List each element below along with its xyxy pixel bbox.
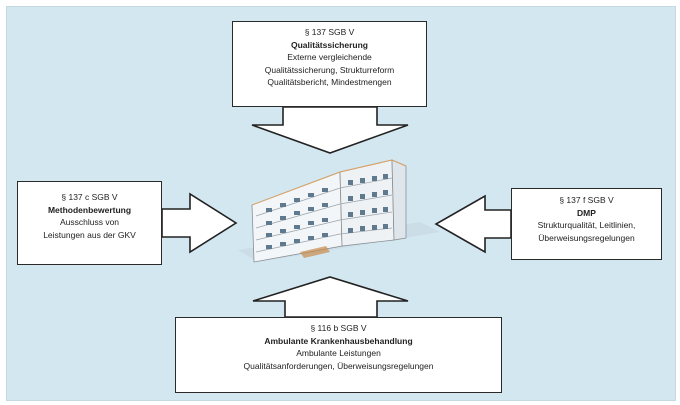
box-left-title: Methodenbewertung [47,204,132,215]
hospital-building-image [238,159,440,263]
box-top-line-1: § 137 SGB V [304,27,355,37]
dmp-box: § 137 f SGB V DMP Strukturqualität, Leit… [511,188,662,260]
quality-assurance-box: § 137 SGB V Qualitätssicherung Externe v… [232,21,427,107]
arrow-right [161,192,238,254]
box-right-title: DMP [577,207,596,218]
box-left-line-4: Leistungen aus der GKV [43,229,136,240]
arrow-left [434,194,512,254]
box-left-line-1: § 137 c SGB V [61,192,118,202]
arrow-down [251,106,409,154]
box-top-title: Qualitätssicherung [291,39,368,50]
box-bottom-title: Ambulante Krankenhausbehandlung [264,335,413,346]
outpatient-treatment-box: § 116 b SGB V Ambulante Krankenhausbehan… [175,317,502,393]
box-left-line-3: Ausschluss von [59,217,120,227]
box-right-line-3: Strukturqualität, Leitlinien, [537,220,636,230]
box-right-line-4: Überweisungsregelungen [538,232,635,243]
box-bottom-line-4: Qualitätsanforderungen, Überweisungsrege… [243,360,434,371]
method-evaluation-box: § 137 c SGB V Methodenbewertung Ausschlu… [17,181,162,265]
arrow-up [252,276,409,318]
box-bottom-line-1: § 116 b SGB V [310,323,367,333]
box-right-line-1: § 137 f SGB V [559,195,614,205]
box-bottom-line-3: Ambulante Leistungen [296,348,381,358]
box-top-line-3: Externe vergleichende [287,52,372,62]
box-top-line-4: Qualitätssicherung, Strukturreform [264,64,395,75]
box-top-line-5: Qualitätsbericht, Mindestmengen [267,77,392,87]
